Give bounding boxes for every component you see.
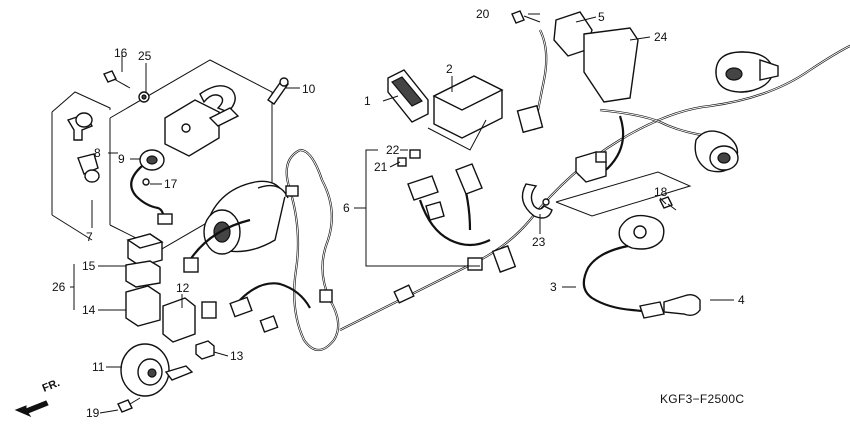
label-12: 12: [176, 281, 190, 295]
connector-group-6: [397, 149, 483, 221]
label-4: 4: [738, 293, 745, 307]
leader-lines: [70, 13, 734, 414]
label-2: 2: [446, 62, 453, 76]
label-22: 22: [386, 143, 400, 157]
pulse-generator-box: [555, 171, 692, 217]
label-16: 16: [114, 46, 128, 60]
relay-group: [125, 233, 215, 360]
label-3: 3: [550, 280, 557, 294]
cdi-bracket-group: [511, 10, 639, 103]
label-11: 11: [92, 360, 105, 374]
label-26: 26: [52, 280, 66, 294]
label-25: 25: [138, 49, 152, 63]
label-14: 14: [82, 303, 96, 317]
key-10: [267, 77, 289, 105]
label-9: 9: [118, 152, 125, 166]
label-23: 23: [532, 235, 546, 249]
front-direction-label: FR.: [41, 377, 62, 395]
label-17: 17: [164, 177, 178, 191]
diagram-code: KGF3−F2500C: [660, 392, 744, 406]
fuse-box-group: [387, 69, 504, 151]
label-20: 20: [476, 7, 490, 21]
plug-cap-right: [694, 130, 739, 173]
label-5: 5: [598, 10, 605, 24]
label-8: 8: [94, 146, 101, 160]
label-15: 15: [82, 259, 96, 273]
small-connector-center: [575, 151, 607, 183]
part-labels: 16 25 10 1 2 20 5 24 8 9 17 22 21 7 6 15…: [52, 7, 745, 420]
horn-11: [117, 343, 194, 413]
main-wire-harness: [183, 29, 850, 352]
label-6: 6: [343, 201, 350, 215]
label-24: 24: [654, 30, 668, 44]
ignition-coil-right: [715, 51, 779, 93]
lock-set-group: [51, 59, 273, 251]
label-13: 13: [230, 349, 244, 363]
ignition-coil-center: [203, 180, 289, 255]
label-21: 21: [374, 160, 388, 174]
label-1: 1: [364, 94, 371, 108]
pulse-generator-group: [582, 196, 701, 319]
label-18: 18: [654, 185, 668, 199]
front-direction-arrow: [14, 400, 49, 418]
clamp-23: [521, 183, 553, 219]
label-10: 10: [302, 82, 316, 96]
label-19: 19: [86, 406, 100, 420]
label-7: 7: [86, 230, 93, 244]
